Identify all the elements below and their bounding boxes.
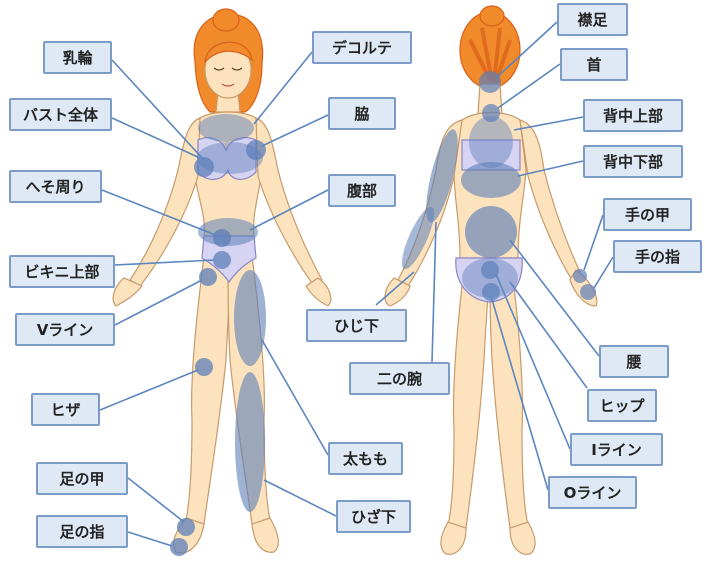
label-oline[interactable]: Oライン [548,476,637,509]
marker-ninoude [426,129,458,223]
label-te-ko[interactable]: 手の甲 [603,198,692,231]
marker-waki [246,140,266,160]
label-hip[interactable]: ヒップ [587,389,657,422]
label-senaka-ue[interactable]: 背中上部 [583,99,683,132]
marker-te-yubi [580,284,596,300]
label-fukubu[interactable]: 腹部 [328,174,396,207]
label-ashi-ko[interactable]: 足の甲 [36,462,128,495]
label-erimoto[interactable]: 襟足 [557,3,628,36]
marker-vline [199,268,217,286]
label-senaka-shita[interactable]: 背中下部 [583,145,683,178]
label-ninoude[interactable]: 二の腕 [349,362,450,395]
marker-hiza [195,358,213,376]
marker-ashi-ko [177,518,195,536]
label-kubi[interactable]: 首 [560,48,628,81]
marker-heso [213,229,231,247]
marker-decollete [198,114,254,142]
marker-erimoto [479,71,501,93]
marker-nyurin [194,157,214,177]
marker-te-ko [573,269,587,283]
marker-senaka-ue [469,116,513,168]
front-markers [170,114,266,556]
leader-lines [99,21,614,547]
marker-iline [481,261,499,279]
label-decollete[interactable]: デコルテ [312,31,412,64]
label-hiza[interactable]: ヒザ [31,393,100,426]
label-heso[interactable]: へそ周り [9,170,102,203]
label-futomomo[interactable]: 太もも [328,442,403,475]
label-vline[interactable]: Vライン [15,313,115,346]
marker-ashi-yubi [170,538,188,556]
marker-oline [482,283,500,301]
front-figure [112,8,332,554]
marker-hizashita [235,372,265,512]
label-bikini[interactable]: ビキニ上部 [9,255,115,288]
label-hijishita[interactable]: ひじ下 [306,309,407,342]
label-nyurin[interactable]: 乳輪 [43,41,112,74]
label-koshi[interactable]: 腰 [599,345,669,378]
label-te-yubi[interactable]: 手の指 [613,240,702,273]
marker-hijishita [401,206,435,270]
label-bust[interactable]: バスト全体 [9,98,112,131]
marker-kubi [482,104,500,122]
marker-bikini [213,251,231,269]
back-markers [401,71,596,301]
marker-koshi [465,206,517,258]
label-ashi-yubi[interactable]: 足の指 [36,515,128,548]
label-hizashita[interactable]: ひざ下 [336,500,411,533]
label-waki[interactable]: 脇 [328,97,396,130]
marker-futomomo [234,270,266,366]
label-iline[interactable]: Iライン [570,433,663,466]
marker-senaka-shita [461,162,521,198]
